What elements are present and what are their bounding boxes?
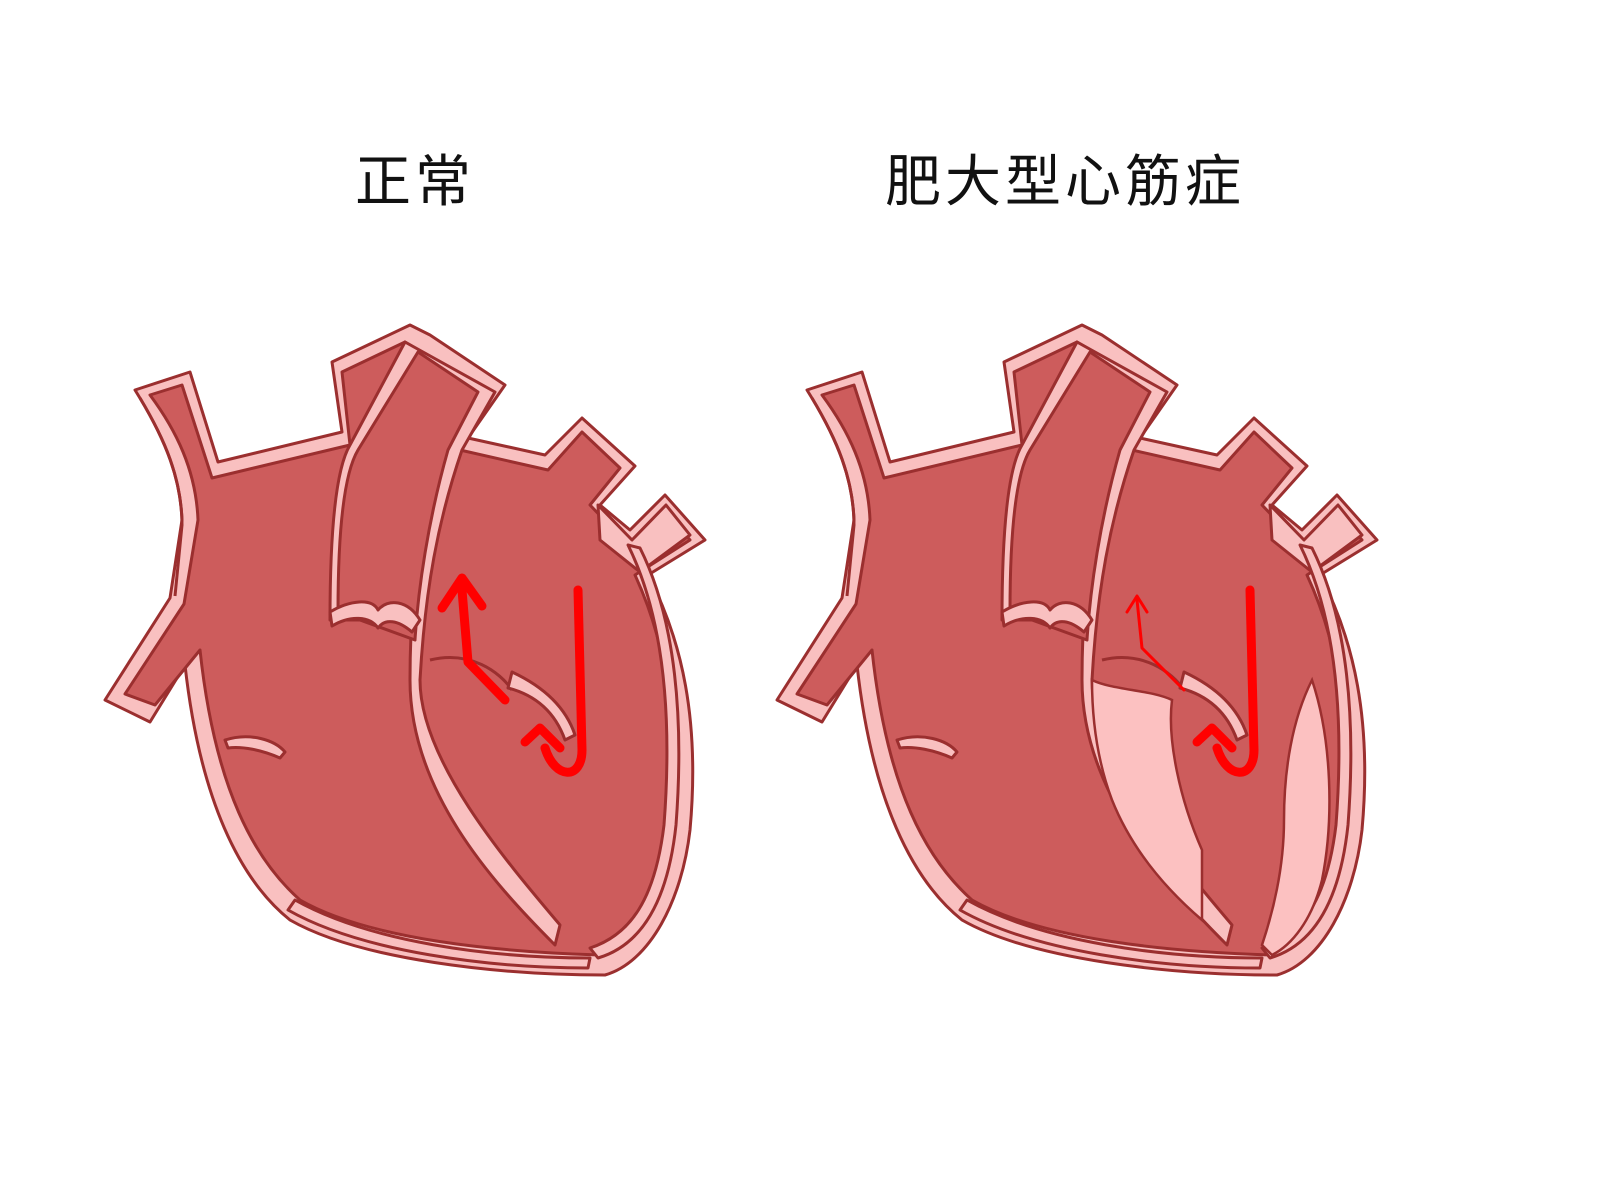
flow-arrow-out-thin (1135, 598, 1186, 692)
thickened-septum (1090, 677, 1204, 923)
flow-arrow-in-head (1192, 723, 1237, 753)
flow-arrow-in (540, 585, 587, 777)
heart-normal (103, 323, 707, 977)
flow-arrow-out (457, 585, 510, 705)
title-normal: 正常 (355, 150, 475, 215)
thickened-lv-wall (1260, 676, 1331, 957)
flow-arrow-in-head (520, 723, 565, 753)
heart-hcm (775, 323, 1379, 977)
title-hcm: 肥大型心筋症 (885, 150, 1245, 215)
flow-arrow-out-head (437, 573, 487, 613)
flow-arrow-out-thin-head (1125, 594, 1149, 614)
flow-arrow-in (1212, 585, 1259, 777)
